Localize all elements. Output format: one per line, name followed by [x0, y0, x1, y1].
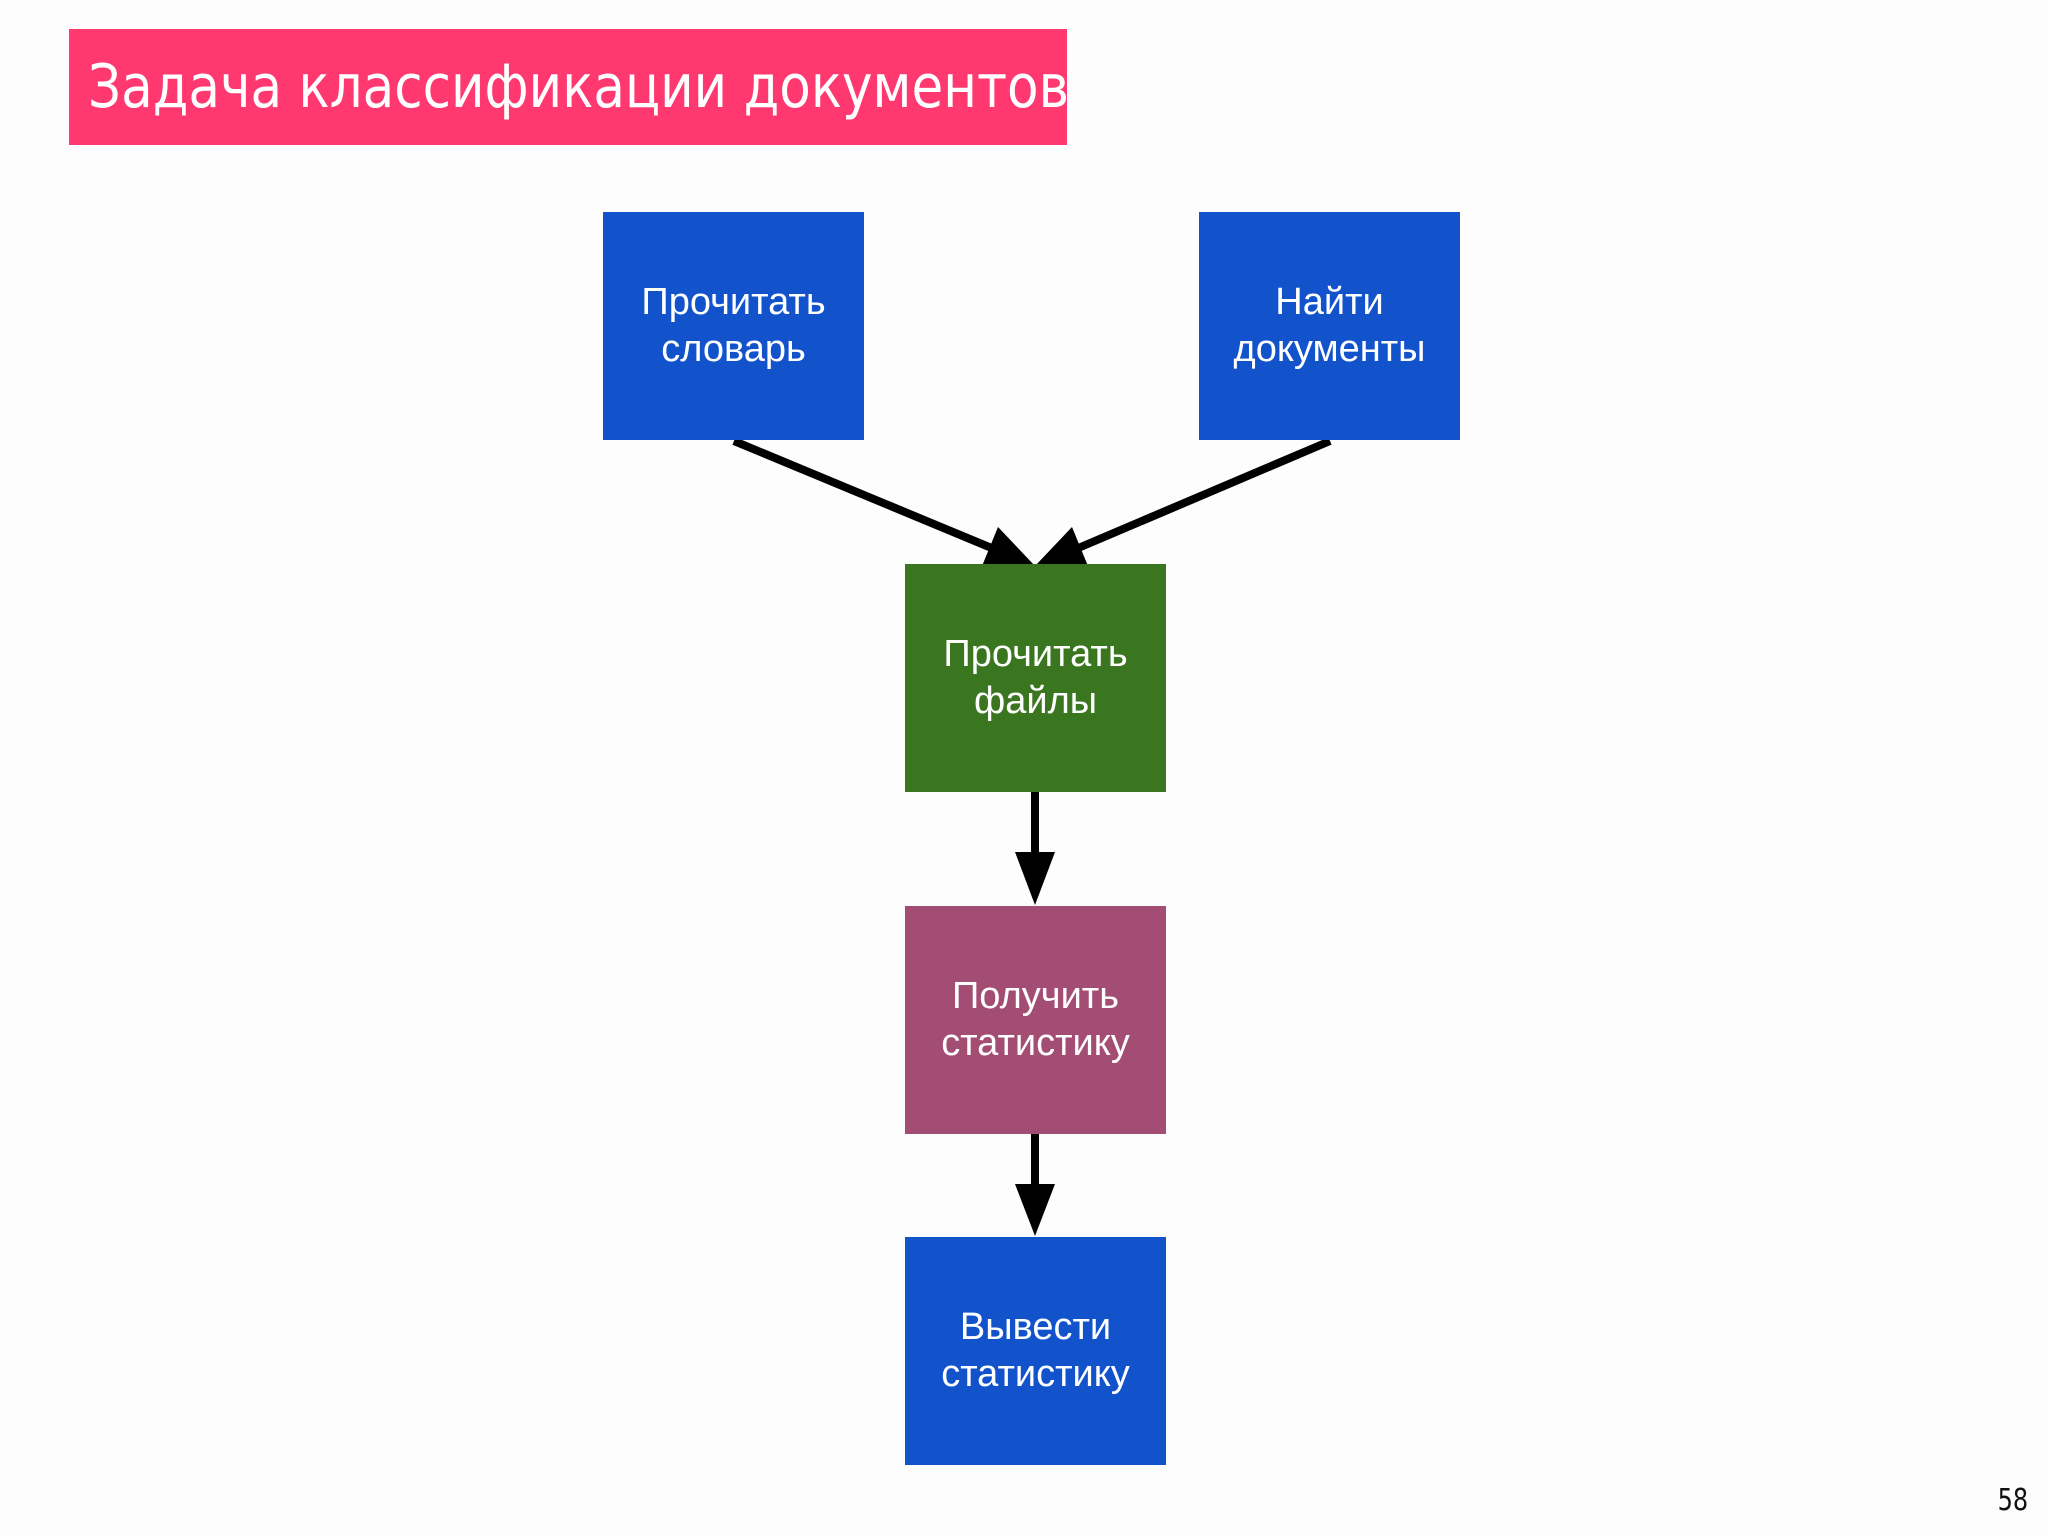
page-number: 58: [1997, 1483, 2028, 1518]
node-label: Найти документы: [1233, 281, 1426, 370]
node-read-files: Прочитать файлы: [905, 564, 1166, 792]
node-label: Вывести статистику: [941, 1306, 1130, 1395]
edge-documents-to-files: [1074, 437, 1332, 553]
node-find-documents: Найти документы: [1199, 212, 1460, 440]
edge-statistics-to-output-arrowhead: [1015, 1184, 1055, 1236]
node-output-statistics: Вывести статистику: [905, 1237, 1166, 1465]
node-label: Получить статистику: [941, 975, 1130, 1064]
node-get-statistics: Получить статистику: [905, 906, 1166, 1134]
edge-files-to-statistics-arrowhead: [1015, 852, 1055, 905]
node-label: Прочитать словарь: [641, 281, 826, 370]
edge-dictionary-to-files: [732, 437, 996, 553]
slide-title: Задача классификации документов: [88, 52, 1069, 122]
node-label: Прочитать файлы: [943, 633, 1128, 722]
title-banner: Задача классификации документов: [69, 29, 1069, 145]
edge-documents-to-files-arrowhead: [1035, 527, 1090, 571]
edge-dictionary-to-files-arrowhead: [980, 527, 1035, 571]
node-read-dictionary: Прочитать словарь: [603, 212, 864, 440]
